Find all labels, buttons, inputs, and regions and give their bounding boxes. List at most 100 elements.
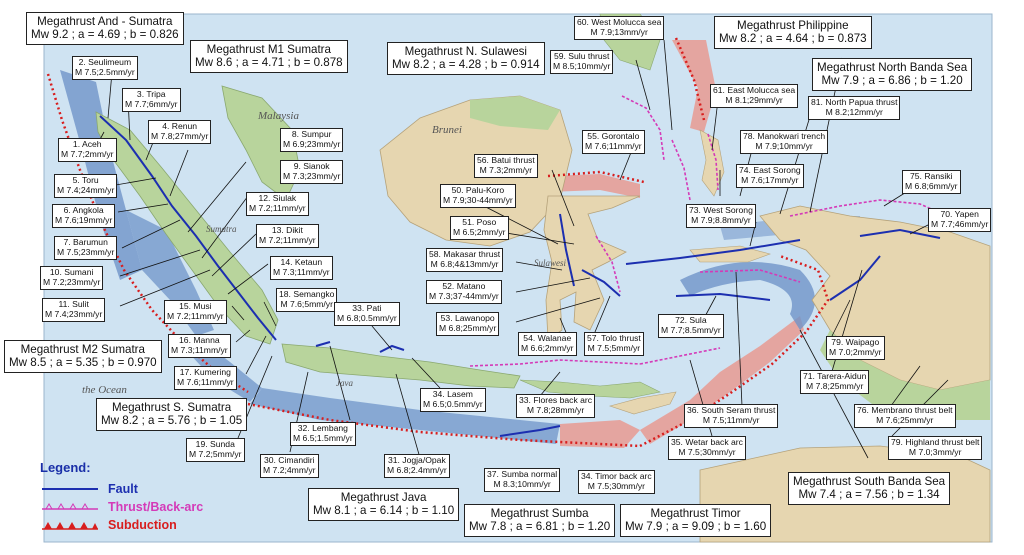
legend-label: Thrust/Back-arc xyxy=(108,500,204,514)
fault-rate: M 7.5;5mm/yr xyxy=(587,342,641,353)
fault-name: 74. East Sorong xyxy=(739,165,801,175)
megathrust-zone-south-banda xyxy=(680,262,815,330)
land-sulawesi xyxy=(543,195,641,341)
thrust-batui-tolo xyxy=(595,235,621,293)
fault-rate: M 7.2;5mm/yr xyxy=(189,448,242,459)
megathrust-params: Mw 8.2 ; a = 4.64 ; b = 0.873 xyxy=(719,32,867,46)
megathrust-params: Mw 8.2 ; a = 5.76 ; b = 1.05 xyxy=(101,414,243,428)
land-seram xyxy=(689,245,771,263)
fault-name: 7. Barumun xyxy=(63,237,108,247)
megathrust-zone-philippine xyxy=(672,40,716,132)
land-timor xyxy=(608,391,677,415)
megathrust-name: Megathrust M2 Sumatra xyxy=(20,343,145,356)
fault-rate: M 7.6;17mm/yr xyxy=(741,174,799,185)
fault-rate: M 7.3;11mm/yr xyxy=(171,344,228,355)
fault-matano xyxy=(581,269,621,297)
fault-palu-koro xyxy=(559,213,575,287)
fault-java-lembang xyxy=(315,341,331,347)
fault-rate: M 7.9;13mm/yr xyxy=(590,26,648,37)
legend-title: Legend: xyxy=(40,460,91,475)
thrust-south-seram xyxy=(699,269,801,283)
fault-rate: M 7.6;25mm/yr xyxy=(876,414,934,425)
fault-rate: M 7.8;25mm/yr xyxy=(806,380,864,391)
fault-name: 8. Sumpur xyxy=(291,129,332,139)
fault-rate: M 6.5;1.5mm/yr xyxy=(293,432,353,443)
fault-name: 72. Sula xyxy=(675,315,707,325)
legend-label: Subduction xyxy=(108,518,177,532)
land-borneo-green xyxy=(470,96,560,130)
fault-rate: M 7.8;28mm/yr xyxy=(526,404,585,415)
fault-name: 75. Ransiki xyxy=(910,171,953,181)
fault-rate: M 7.6;5mm/yr xyxy=(280,298,333,309)
megathrust-name: Megathrust North Banda Sea xyxy=(817,61,968,74)
megathrust-zone-java xyxy=(250,388,560,444)
fault-name: 3. Tripa xyxy=(136,89,166,99)
fault-name: 52. Matano xyxy=(442,281,486,291)
fault-rate: M 7.6;11mm/yr xyxy=(177,376,234,387)
fault-rate: M 7.3;37-44mm/yr xyxy=(429,290,499,301)
megathrust-name: Megathrust Timor xyxy=(650,507,741,520)
fault-rate: M 7.5;30mm/yr xyxy=(587,480,645,491)
fault-name: 32. Lembang xyxy=(297,423,348,433)
megathrust-name: Megathrust And - Sumatra xyxy=(37,15,173,28)
subduction-java-line xyxy=(247,402,641,448)
fault-rate: M 7.7;6mm/yr xyxy=(125,98,178,109)
fault-name: 19. Sunda xyxy=(195,439,235,449)
thrust-flores-back-arc xyxy=(469,359,641,367)
fault-rate: M 7.9;10mm/yr xyxy=(755,140,813,151)
fault-rate: M 7.4;24mm/yr xyxy=(57,184,115,195)
fault-rate: M 7.9;30-44mm/yr xyxy=(443,194,513,205)
thrust-east-molucca xyxy=(707,133,719,191)
fault-name: 4. Renun xyxy=(162,121,198,131)
fault-rate: M 7.5;11mm/yr xyxy=(702,414,760,425)
fault-sumatra-great xyxy=(99,115,277,341)
fault-rate: M 8.3;10mm/yr xyxy=(493,478,551,489)
fault-line-icon xyxy=(42,488,98,490)
thrust-line-icon xyxy=(42,503,98,510)
land-papua-green xyxy=(820,330,990,420)
legend-label: Fault xyxy=(108,482,138,496)
fault-rate: M 6.5;2mm/yr xyxy=(453,226,506,237)
fault-name: 13. Dikit xyxy=(271,225,303,235)
fault-rate: M 7.2;11mm/yr xyxy=(259,234,316,245)
fault-rate: M 7.5;2.5mm/yr xyxy=(75,66,135,77)
fault-name: 16. Manna xyxy=(179,335,220,345)
fault-name: 1. Aceh xyxy=(72,139,102,149)
place-label-sumatra: Sumatra xyxy=(206,224,237,234)
fault-name: 31. Jogja/Opak xyxy=(387,455,446,465)
megathrust-params: Mw 7.9 ; a = 9.09 ; b = 1.60 xyxy=(625,520,767,534)
fault-name: 71. Tarera-Aidun xyxy=(803,371,867,381)
fault-rate: M 7.2;11mm/yr xyxy=(249,202,306,213)
legend-item-fault: Fault xyxy=(40,482,240,498)
